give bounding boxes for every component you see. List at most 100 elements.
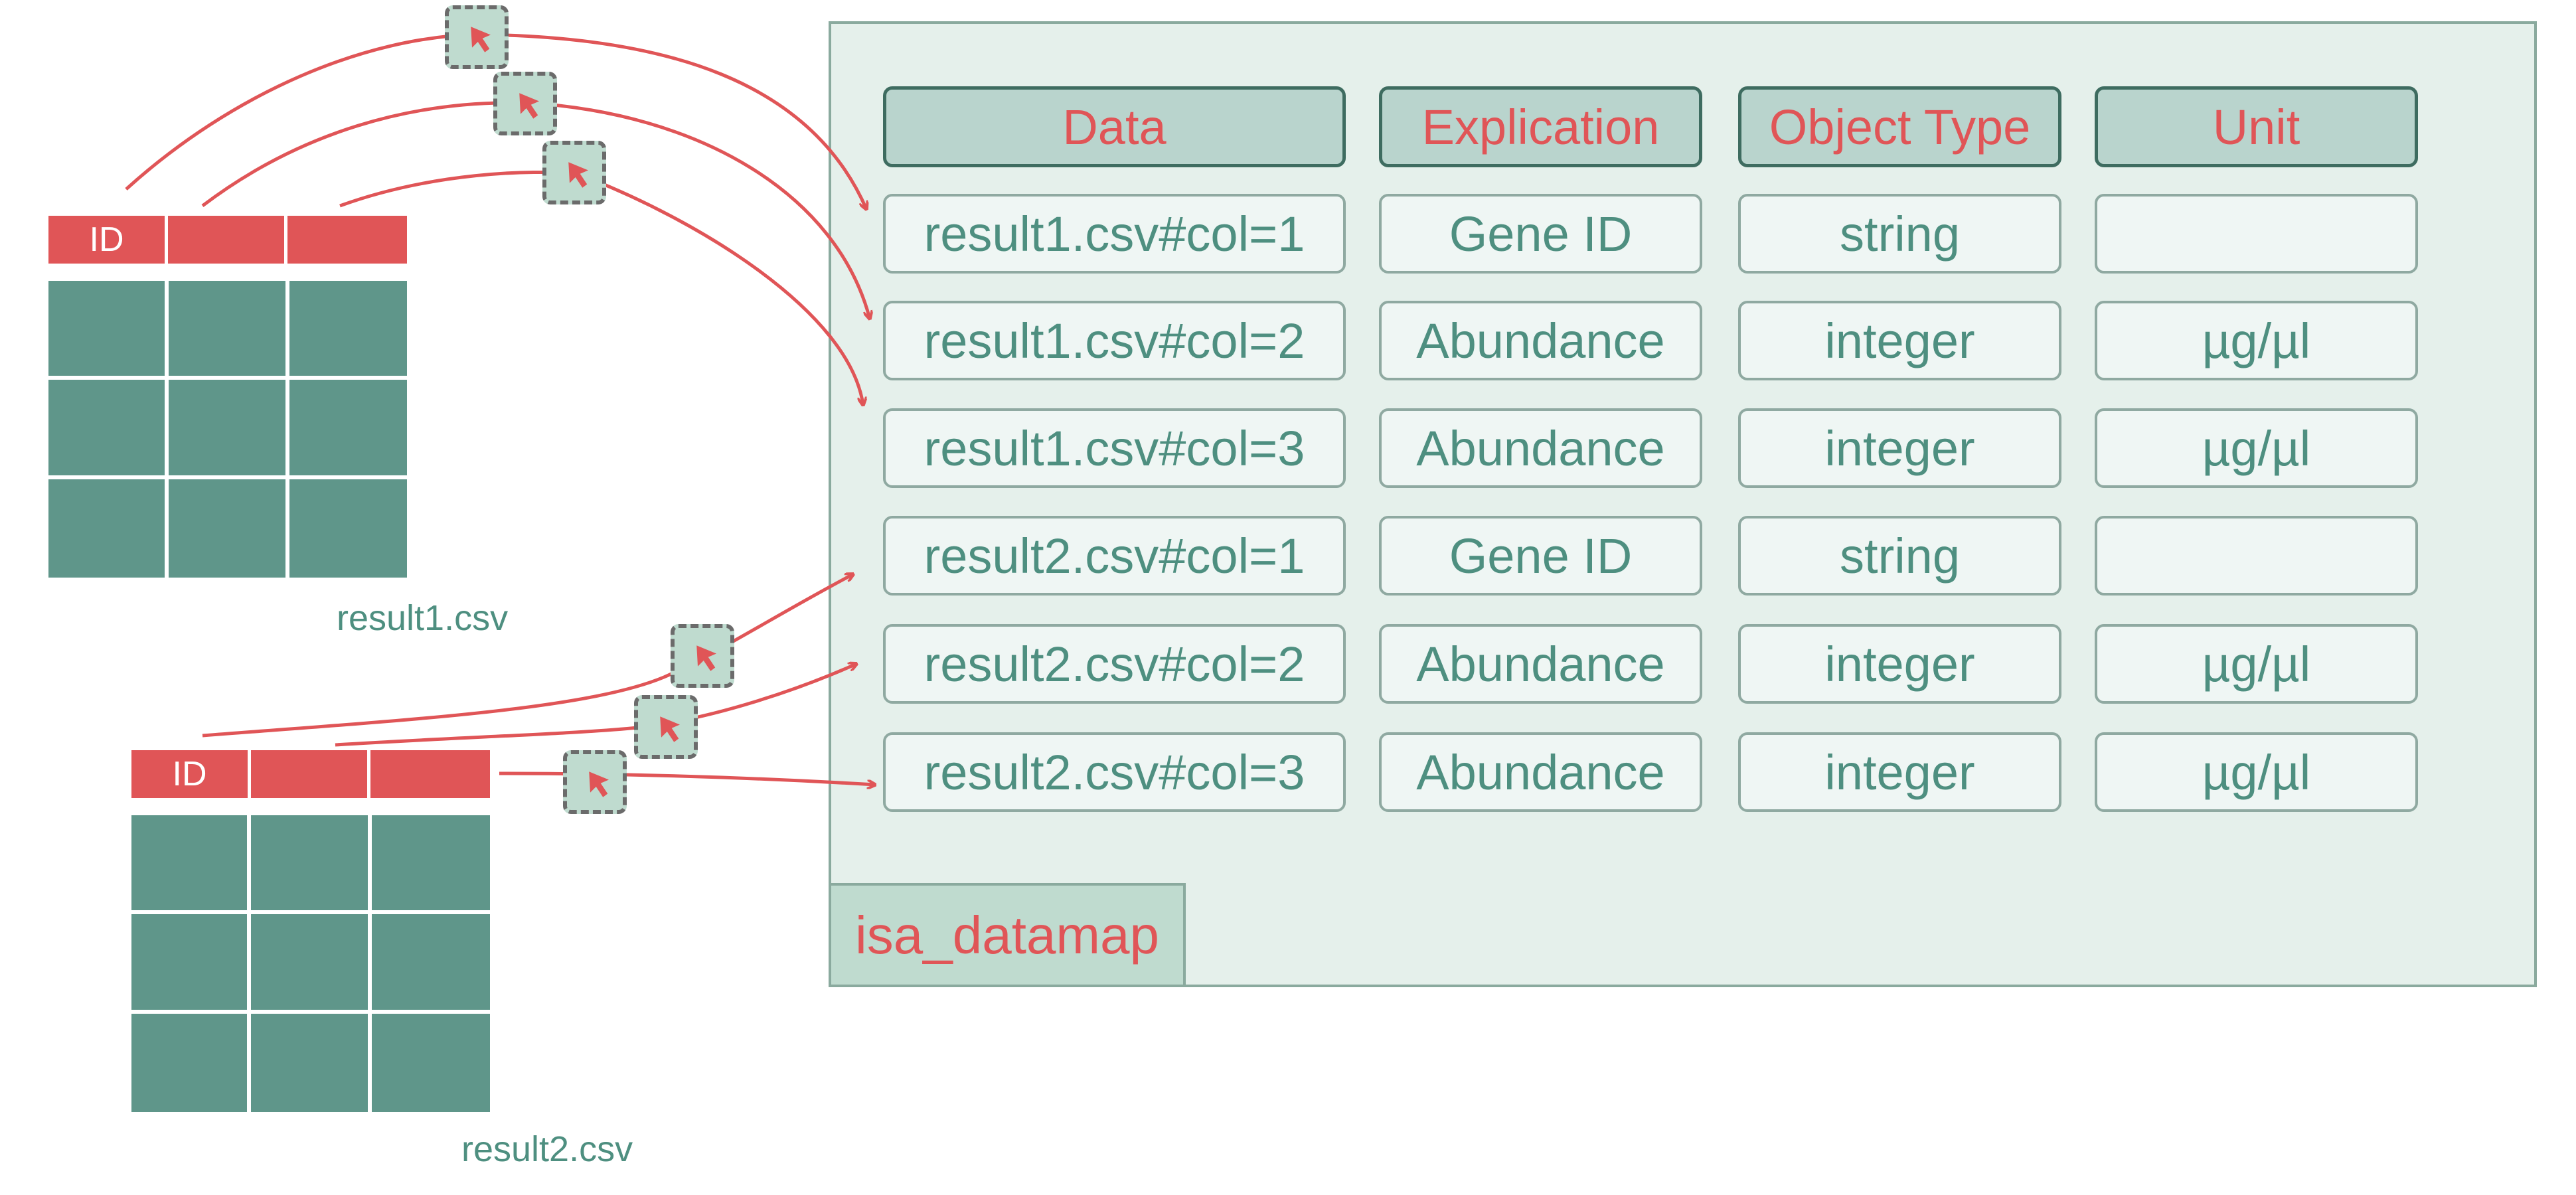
table-cell <box>169 479 285 578</box>
csv-table-result1: ID <box>48 216 407 578</box>
cursor-arrow-icon <box>493 72 557 135</box>
cell-text: result1.csv#col=2 <box>924 313 1305 368</box>
cursor-arrow-icon <box>542 141 606 204</box>
id-header-label: ID <box>172 755 207 793</box>
column-header-explication: Explication <box>1379 86 1702 167</box>
cell-text: string <box>1840 528 1960 584</box>
id-header-label: ID <box>89 220 124 259</box>
datamap-cell-explication: Gene ID <box>1379 516 1702 596</box>
cell-text: µg/µl <box>2202 420 2311 476</box>
cell-text: µg/µl <box>2202 744 2311 800</box>
column-header-data: Data <box>883 86 1346 167</box>
datamap-cell-explication: Abundance <box>1379 301 1702 380</box>
connector-arrow <box>335 664 856 747</box>
datamap-panel <box>829 21 2537 987</box>
cell-text: integer <box>1824 744 1975 800</box>
table-cell <box>131 1014 247 1112</box>
connector-arrow <box>499 771 875 785</box>
cell-text: integer <box>1824 636 1975 692</box>
column-header-object-type: Object Type <box>1738 86 2061 167</box>
cursor-arrow-icon <box>563 750 627 814</box>
datamap-name: isa_datamap <box>854 905 1160 965</box>
file-name-result2: result2.csv <box>461 1129 633 1169</box>
datamap-cell-unit: µg/µl <box>2095 408 2418 488</box>
datamap-cell-explication: Abundance <box>1379 408 1702 488</box>
table-header-row: ID <box>131 750 490 798</box>
table-cell <box>251 914 368 1010</box>
table-cell <box>289 281 407 376</box>
column-header-label: Unit <box>2212 99 2300 155</box>
datamap-cell-data: result1.csv#col=3 <box>883 408 1346 488</box>
cell-text: result1.csv#col=3 <box>924 420 1305 476</box>
table-cell <box>48 479 165 578</box>
cell-text: result2.csv#col=1 <box>924 528 1305 584</box>
table-cell <box>169 380 285 475</box>
table-cell <box>289 479 407 578</box>
cell-text: Abundance <box>1416 744 1665 800</box>
header-cell <box>287 216 407 264</box>
header-cell <box>168 216 287 264</box>
header-cell <box>370 750 490 798</box>
datamap-cell-object-type: integer <box>1738 732 2061 812</box>
cursor-arrow-icon <box>671 624 734 688</box>
datamap-cell-unit: µg/µl <box>2095 624 2418 704</box>
column-header-label: Explication <box>1421 99 1660 155</box>
table-header-row: ID <box>48 216 407 264</box>
csv-table-result2: ID <box>131 750 490 1112</box>
table-cell <box>48 380 165 475</box>
file-name-result1: result1.csv <box>337 598 509 638</box>
table-cell <box>169 281 285 376</box>
header-cell <box>251 750 370 798</box>
datamap-name-tab: isa_datamap <box>829 883 1186 987</box>
cell-text: Abundance <box>1416 313 1665 368</box>
table-cell <box>131 815 247 910</box>
cell-text: Abundance <box>1416 420 1665 476</box>
cell-text: Gene ID <box>1449 528 1633 584</box>
datamap-cell-explication: Gene ID <box>1379 194 1702 274</box>
cell-text: string <box>1840 206 1960 262</box>
datamap-cell-object-type: integer <box>1738 624 2061 704</box>
datamap-cell-unit: µg/µl <box>2095 301 2418 380</box>
datamap-cell-unit: µg/µl <box>2095 732 2418 812</box>
datamap-cell-explication: Abundance <box>1379 624 1702 704</box>
table-cell <box>372 815 490 910</box>
datamap-cell-object-type: string <box>1738 194 2061 274</box>
table-cell <box>289 380 407 475</box>
datamap-cell-data: result1.csv#col=1 <box>883 194 1346 274</box>
cursor-arrow-icon <box>634 695 698 759</box>
connector-arrow <box>202 574 853 738</box>
datamap-cell-data: result2.csv#col=2 <box>883 624 1346 704</box>
datamap-cell-data: result2.csv#col=1 <box>883 516 1346 596</box>
cell-text: result2.csv#col=2 <box>924 636 1305 692</box>
datamap-cell-object-type: string <box>1738 516 2061 596</box>
cell-text: result2.csv#col=3 <box>924 744 1305 800</box>
cell-text: µg/µl <box>2202 313 2311 368</box>
cell-text: integer <box>1824 420 1975 476</box>
id-header-cell: ID <box>131 750 251 798</box>
table-cell <box>372 1014 490 1112</box>
table-cell <box>131 914 247 1010</box>
cell-text: result1.csv#col=1 <box>924 206 1305 262</box>
column-header-label: Object Type <box>1769 99 2031 155</box>
datamap-cell-data: result1.csv#col=2 <box>883 301 1346 380</box>
cell-text: Abundance <box>1416 636 1665 692</box>
table-cell <box>251 1014 368 1112</box>
datamap-cell-object-type: integer <box>1738 301 2061 380</box>
cursor-arrow-icon <box>445 5 509 69</box>
column-header-label: Data <box>1062 99 1167 155</box>
datamap-cell-data: result2.csv#col=3 <box>883 732 1346 812</box>
datamap-cell-explication: Abundance <box>1379 732 1702 812</box>
datamap-cell-unit <box>2095 516 2418 596</box>
column-header-unit: Unit <box>2095 86 2418 167</box>
cell-text: µg/µl <box>2202 636 2311 692</box>
connector-arrow <box>339 171 863 405</box>
table-cell <box>372 914 490 1010</box>
table-cell <box>48 281 165 376</box>
cell-text: integer <box>1824 313 1975 368</box>
cell-text: Gene ID <box>1449 206 1633 262</box>
id-header-cell: ID <box>48 216 168 264</box>
datamap-cell-object-type: integer <box>1738 408 2061 488</box>
table-cell <box>251 815 368 910</box>
datamap-cell-unit <box>2095 194 2418 274</box>
